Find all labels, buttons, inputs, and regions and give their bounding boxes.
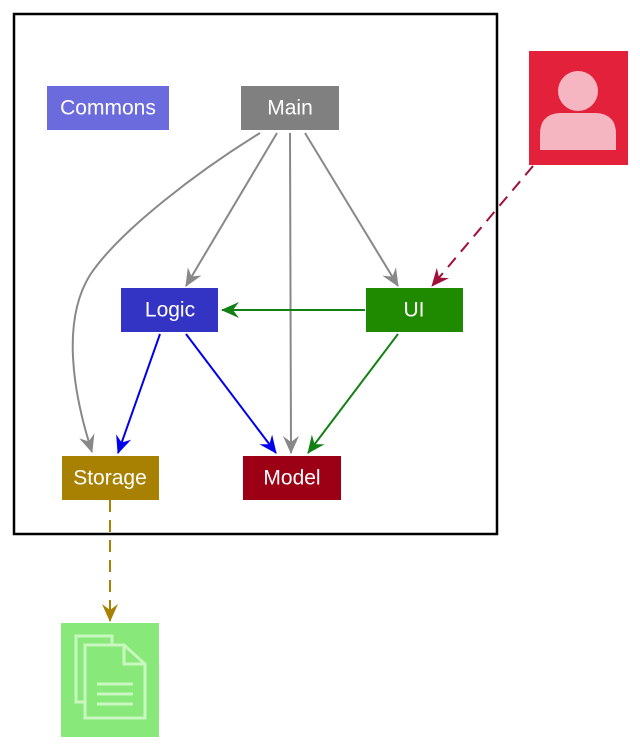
node-label-model: Model <box>263 467 320 490</box>
node-logic: Logic <box>121 288 218 332</box>
edge-main-ui <box>304 132 399 287</box>
edge-main-model <box>282 132 299 454</box>
node-label-ui: UI <box>404 299 425 322</box>
edge-ui-model <box>307 333 399 454</box>
node-main: Main <box>241 86 339 130</box>
node-label-storage: Storage <box>73 467 147 490</box>
edge-main-storage <box>71 132 261 453</box>
node-label-commons: Commons <box>60 97 156 120</box>
node-label-main: Main <box>267 97 313 120</box>
node-label-logic: Logic <box>145 299 195 322</box>
edge-logic-model <box>185 333 277 454</box>
node-commons: Commons <box>47 86 169 130</box>
file-icon <box>61 623 159 737</box>
edge-user-ui <box>431 165 534 287</box>
node-storage: Storage <box>62 456 159 500</box>
edge-main-logic <box>185 132 278 287</box>
node-ui: UI <box>366 288 463 332</box>
node-model: Model <box>243 456 341 500</box>
package-frame <box>12 12 499 536</box>
user-icon <box>529 51 628 165</box>
edge-logic-storage <box>116 333 161 454</box>
